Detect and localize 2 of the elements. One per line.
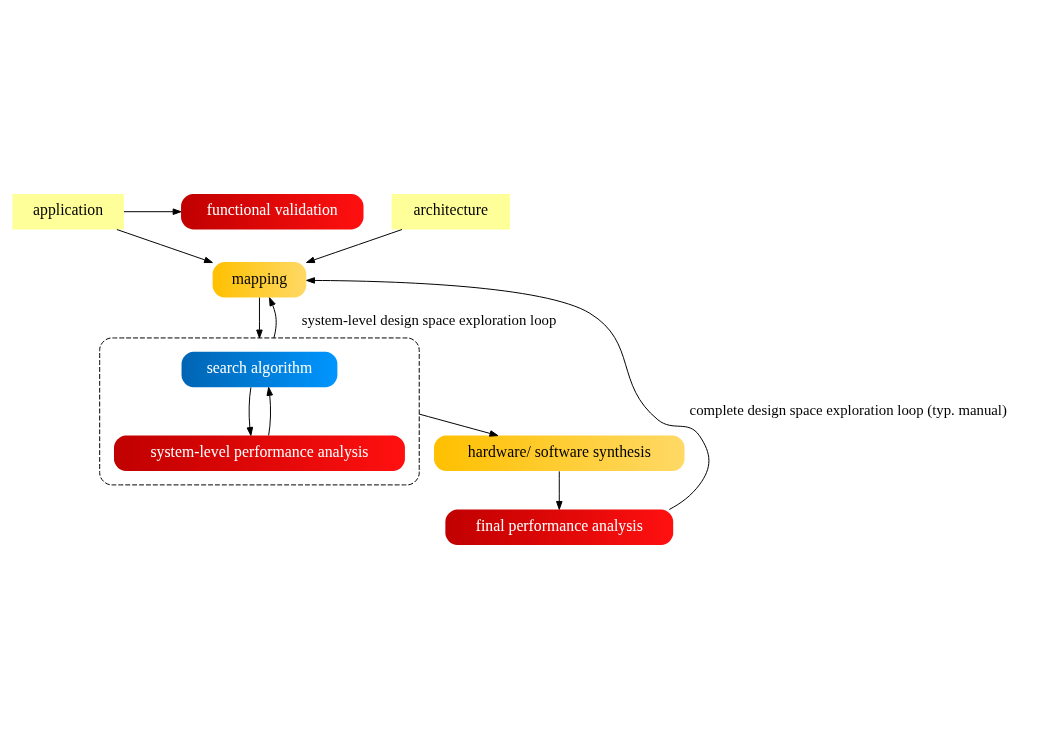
edge-label: system-level design space exploration loop: [301, 311, 557, 328]
edge-label: complete design space exploration loop (typ. manual): [689, 401, 1007, 418]
